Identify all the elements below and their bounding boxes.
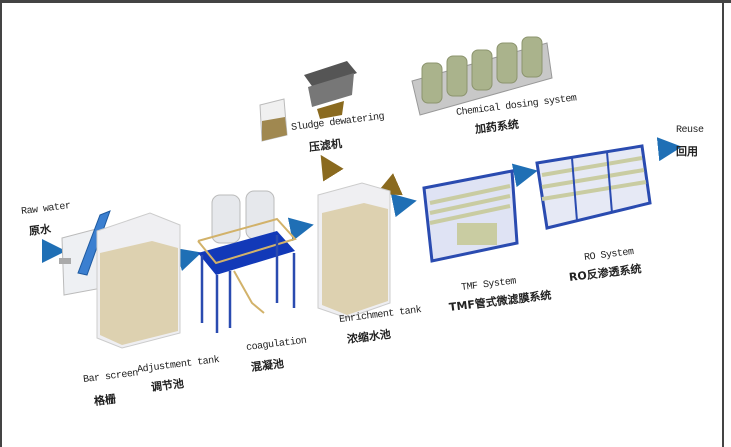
chemical-dosing-graphic bbox=[411, 36, 553, 116]
reuse-label: Reuse bbox=[676, 125, 704, 136]
arrow-to-tmf bbox=[390, 193, 417, 218]
arrow-to-enrichment bbox=[287, 217, 314, 242]
sludge-dewatering-graphic bbox=[259, 61, 357, 142]
arrow-to-ro bbox=[511, 163, 538, 188]
adjustment-tank-graphic bbox=[96, 212, 181, 349]
ro-system-graphic bbox=[535, 144, 652, 230]
arrow-to-coagulation bbox=[175, 247, 202, 271]
return-arrows bbox=[320, 154, 403, 196]
coagulation-graphic bbox=[197, 190, 297, 333]
arrow-chemical-return bbox=[376, 173, 403, 196]
window-border bbox=[722, 3, 731, 447]
arrow-to-reuse bbox=[656, 137, 682, 162]
bar-screen-label-cn: 格栅 bbox=[93, 392, 117, 409]
raw-water-label-cn: 原水 bbox=[28, 222, 52, 239]
tmf-system-graphic bbox=[422, 169, 519, 263]
reuse-label-cn: 回用 bbox=[676, 145, 698, 158]
flow-arrows bbox=[42, 137, 682, 271]
enrichment-tank-graphic bbox=[317, 182, 391, 319]
diagram-graphics bbox=[42, 36, 682, 349]
arrow-to-sludge bbox=[320, 154, 344, 182]
